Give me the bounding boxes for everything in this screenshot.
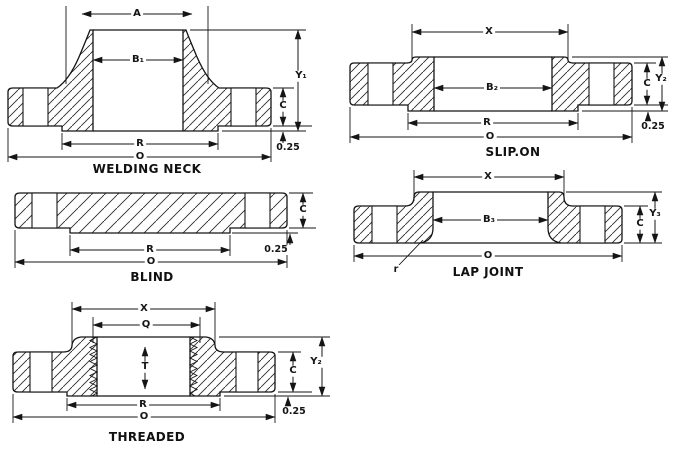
lj-dim-label-x: X: [482, 170, 494, 183]
lj-bolt-hole: [371, 205, 398, 244]
slip-on-drawing: [349, 24, 668, 143]
lj-title: LAP JOINT: [452, 265, 524, 279]
lj-dim-label-c: C: [634, 217, 646, 230]
so-dim-label-y2: Y₂: [653, 72, 669, 85]
so-title: SLIP.ON: [485, 145, 541, 159]
th-dim-label-c: C: [287, 364, 299, 377]
th-title: THREADED: [108, 430, 186, 444]
blind-drawing: [14, 192, 316, 268]
threaded-drawing: [12, 302, 330, 423]
th-bolt-hole: [235, 351, 259, 393]
th-dim-label-x: X: [138, 302, 150, 315]
bl-dim-label-rf-height: 0.25: [262, 244, 290, 256]
so-dim-label-r: R: [481, 116, 493, 129]
lj-dim-label-b3: B₃: [480, 213, 498, 226]
wn-bolt-hole: [22, 87, 49, 127]
wn-dim-label-rf-height: 0.25: [274, 142, 302, 154]
th-bolt-hole: [29, 351, 53, 393]
bl-dim-label-c: C: [297, 203, 309, 216]
lap-joint-drawing: [353, 170, 662, 266]
so-dim-label-x: X: [483, 25, 495, 38]
wn-dim-label-y1: Y₁: [293, 69, 309, 82]
th-dim-label-rf-height: 0.25: [280, 406, 308, 418]
bl-section: [14, 192, 288, 234]
th-thread-profile: [188, 336, 199, 397]
th-section-right: [189, 336, 276, 397]
wn-section-left: [7, 29, 94, 132]
wn-bolt-hole: [230, 87, 257, 127]
th-dim-label-q: Q: [139, 318, 153, 331]
wn-section-right: [182, 29, 272, 132]
th-dim-label-o: O: [137, 410, 151, 423]
th-dim-label-y2: Y₂: [308, 355, 324, 368]
so-dim-label-b2: B₂: [483, 81, 501, 94]
lj-dim-label-y3: Y₃: [647, 207, 663, 220]
welding-neck-drawing: [7, 6, 312, 162]
so-dim-label-c: C: [641, 77, 653, 90]
th-section-left: [12, 336, 98, 397]
wn-title: WELDING NECK: [92, 162, 202, 176]
wn-dim-label-a: A: [131, 7, 143, 20]
so-bolt-hole: [588, 62, 615, 106]
lj-dim-label-o: O: [481, 249, 495, 262]
wn-dim-label-r: R: [134, 137, 146, 150]
bl-bolt-hole: [31, 192, 58, 229]
bl-dim-label-r: R: [144, 243, 156, 256]
so-dim-label-o: O: [483, 130, 497, 143]
wn-dim-label-o: O: [133, 150, 147, 163]
wn-dim-label-c: C: [277, 99, 289, 112]
bl-bolt-hole: [244, 192, 271, 229]
so-dim-label-rf-height: 0.25: [639, 121, 667, 133]
th-dim-label-t: T: [139, 360, 151, 373]
bl-dim-label-o: O: [144, 255, 158, 268]
so-bolt-hole: [367, 62, 394, 106]
lj-bolt-hole: [579, 205, 606, 244]
bl-title: BLIND: [130, 270, 174, 284]
th-thread-profile: [88, 336, 99, 397]
wn-dim-label-b1: B₁: [129, 53, 147, 66]
lj-dim-label-corner-radius: r: [391, 264, 401, 276]
th-dim-label-r: R: [137, 398, 149, 411]
